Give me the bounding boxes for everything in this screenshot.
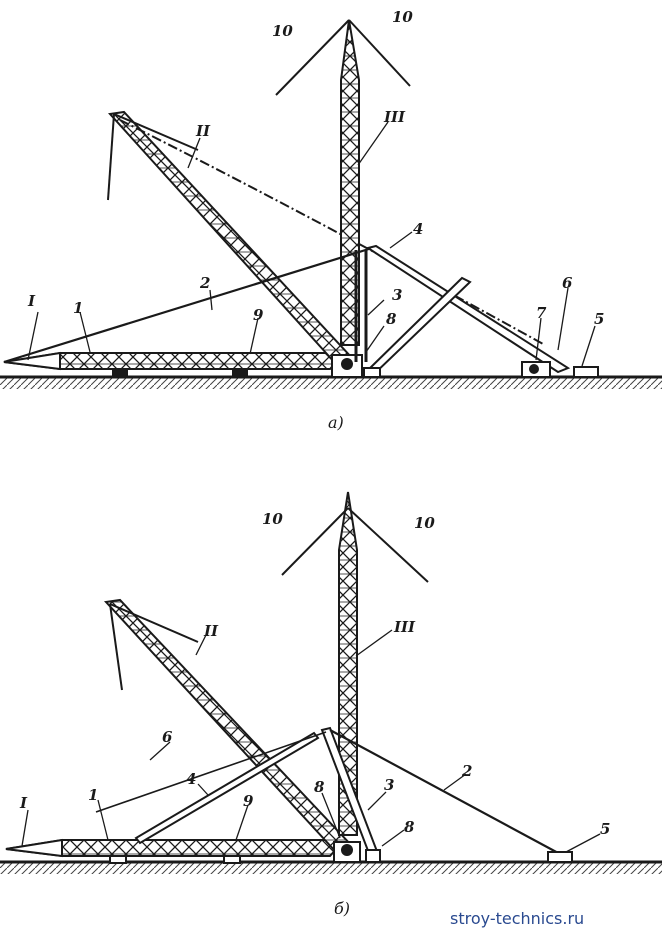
label-ii-b: II xyxy=(203,622,219,640)
mast-ii-inclined-b xyxy=(103,598,354,854)
guy-ii-long xyxy=(119,119,546,346)
label-4: 4 xyxy=(413,220,423,238)
label-9: 9 xyxy=(253,306,264,324)
caption-a: а) xyxy=(328,413,344,432)
tackle-2-b xyxy=(329,729,561,855)
label-6: 6 xyxy=(562,274,573,292)
guy-ii-a xyxy=(113,113,199,151)
guy-10-right xyxy=(348,19,411,87)
label-10-right: 10 xyxy=(392,8,413,26)
label-5-b: 5 xyxy=(600,820,610,838)
label-9-b: 9 xyxy=(243,792,254,810)
mast-i-horizontal xyxy=(3,351,340,371)
label-2: 2 xyxy=(199,274,210,292)
guy-10-left xyxy=(275,19,350,96)
label-5: 5 xyxy=(594,310,604,328)
support-block-9b xyxy=(232,369,248,377)
label-i-b: I xyxy=(19,794,28,812)
rope-6-b xyxy=(95,731,327,813)
label-8a-b: 8 xyxy=(314,778,325,796)
guy-ii-a-b xyxy=(109,603,199,643)
mast-i-horizontal-b xyxy=(5,838,340,858)
label-1: 1 xyxy=(73,299,83,317)
winch-drum xyxy=(529,364,539,374)
label-6-b: 6 xyxy=(162,728,173,746)
leader-lines-b xyxy=(21,629,601,853)
mast-iii-vertical-b xyxy=(338,491,358,836)
ground-hatch-b xyxy=(0,862,662,874)
label-1-b: 1 xyxy=(88,786,98,804)
guy-ii-b-b xyxy=(109,603,123,691)
label-8b-b: 8 xyxy=(404,818,415,836)
anchor-5-b xyxy=(547,851,573,863)
mast-iii-hinge-b xyxy=(341,844,353,856)
caption-b: б) xyxy=(334,899,350,918)
anchor-5 xyxy=(573,366,599,378)
label-i: I xyxy=(27,292,36,310)
watermark: stroy-technics.ru xyxy=(450,909,584,928)
diagram-a: I 1 2 3 4 8 9 6 5 7 II III 10 10 а) xyxy=(0,8,662,432)
mast-ii-inclined xyxy=(107,110,354,366)
label-8: 8 xyxy=(386,310,397,328)
support-block-9b-2 xyxy=(223,855,241,864)
mast-iii-hinge xyxy=(341,358,353,370)
label-10-left-b: 10 xyxy=(262,510,283,528)
support-block-9b-1 xyxy=(109,855,127,864)
label-ii: II xyxy=(195,122,211,140)
inclined-strut xyxy=(364,276,472,378)
strut-foot xyxy=(363,367,381,378)
label-4-b: 4 xyxy=(186,770,196,788)
leader-lines-a xyxy=(27,121,596,367)
label-10-left: 10 xyxy=(272,22,293,40)
label-3: 3 xyxy=(392,286,402,304)
label-10-right-b: 10 xyxy=(414,514,435,532)
gin-pole-foot-b xyxy=(365,849,381,863)
guy-ii-b xyxy=(107,113,115,201)
support-block-9a xyxy=(112,369,128,377)
label-3-b: 3 xyxy=(384,776,394,794)
diagram-b: I 1 6 4 9 8 3 8 2 5 II III 10 10 б) xyxy=(0,491,662,918)
ground-hatch xyxy=(0,377,662,389)
strut-4 xyxy=(365,244,571,374)
guy-10-right-b xyxy=(347,507,429,583)
label-2-b: 2 xyxy=(461,762,472,780)
label-7: 7 xyxy=(536,304,547,322)
label-iii-b: III xyxy=(393,618,416,636)
guy-10-left-b xyxy=(281,507,349,576)
strut-4-b xyxy=(134,731,320,845)
label-iii: III xyxy=(383,108,406,126)
tackle-2 xyxy=(3,246,373,364)
